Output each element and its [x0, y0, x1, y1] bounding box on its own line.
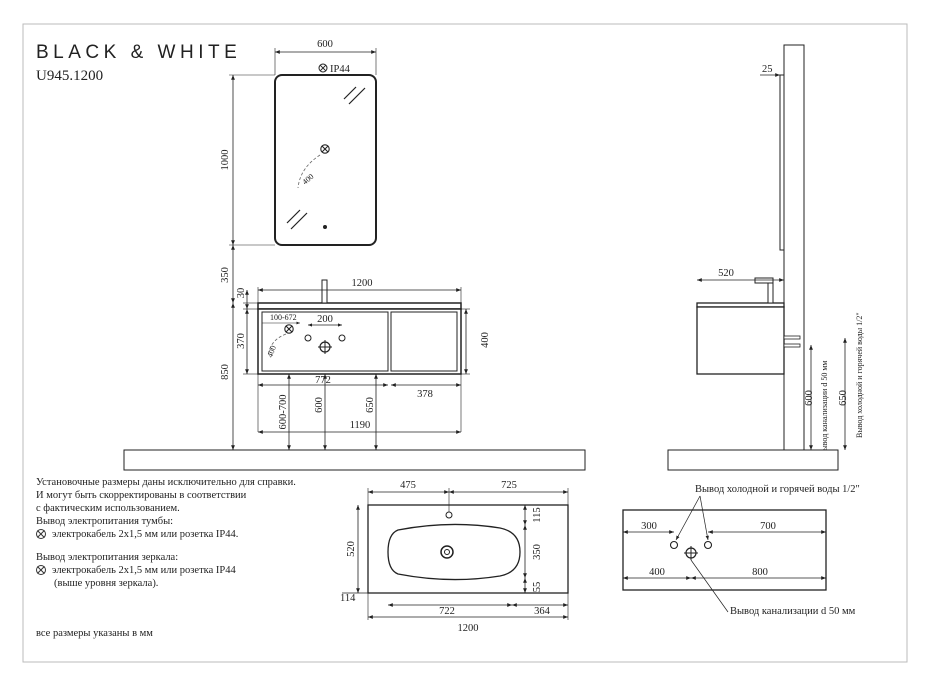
side-floor: [667, 449, 839, 471]
top-view: 475 725 520 115 350 55 114 722 364 1200: [340, 480, 569, 634]
sheet-frame: [22, 23, 908, 663]
cabinet-power-title: Вывод электропитания тумбы:: [36, 516, 174, 527]
cabinet-top-width: 1200: [352, 278, 373, 289]
wall-drain-outlet: [684, 546, 698, 560]
water-height: 650: [365, 397, 376, 413]
mirror: [274, 74, 377, 246]
socket-icon: [36, 565, 46, 575]
wall-700: 700: [760, 521, 776, 532]
mirror-socket-icon: [320, 144, 330, 154]
side-drain-label: Вывод канализации d 50 мм: [820, 361, 829, 456]
note-line-2: И могут быть скорректированы в соответст…: [36, 490, 247, 501]
side-mirror: [779, 74, 785, 251]
cabinet-total-width: 1190: [350, 420, 371, 431]
cabinet-height: 370: [236, 333, 247, 349]
bowl-depth: 350: [532, 544, 543, 560]
top-offset: 115: [532, 507, 543, 522]
notes-block: Установочные размеры даны исключительно …: [36, 476, 336, 590]
wall-drain-label: Вывод канализации d 50 мм: [730, 606, 856, 617]
mirror-height: 1000: [220, 150, 231, 171]
wall: [783, 44, 805, 451]
right-section-width: 378: [417, 389, 433, 400]
countertop: [257, 302, 462, 310]
mirror-width: 600: [317, 39, 333, 50]
mirror-power-text: электрокабель 2х1,5 мм или розетка IP44: [52, 565, 236, 576]
brand-logo: BLACK & WHITE: [36, 42, 242, 63]
wall-hot-outlet: [703, 540, 713, 550]
right-drawer: [390, 311, 458, 372]
side-cabinet: [696, 306, 785, 375]
cabinet-power-text: электрокабель 2х1,5 мм или розетка IP44.: [52, 529, 239, 540]
model-number: U945.1200: [36, 68, 104, 84]
mirror-power-note: (выше уровня зеркала).: [54, 578, 159, 589]
mirror-power-row: электрокабель 2х1,5 мм или розетка IP44: [36, 564, 336, 577]
side-drain-height: 600: [804, 390, 815, 406]
mirror-depth: 25: [762, 64, 773, 75]
mirror-ip-rating: IP44: [330, 64, 351, 75]
side-water-label: Вывод холодной и горячей воды 1/2": [855, 312, 864, 438]
side-view: 25 520 600 Вывод канализации d 50 мм 650…: [667, 44, 864, 471]
mirror-power-title: Вывод электропитания зеркала:: [36, 552, 179, 563]
socket-icon: [36, 529, 46, 539]
drawer-height: 400: [480, 332, 491, 348]
wall-view: Вывод холодной и горячей воды 1/2" 300 7…: [622, 484, 860, 617]
cabinet-front-view: 1200 350 30 370 850 100-672 400 200: [123, 245, 586, 471]
note-line-3: с фактическим использованием.: [36, 503, 180, 514]
socket-height: 600-700: [278, 395, 289, 430]
faucet: [321, 279, 328, 304]
left-section-width: 772: [315, 375, 331, 386]
drain-height: 600: [314, 397, 325, 413]
wall-300: 300: [641, 521, 657, 532]
cabinet-socket-icon: [284, 324, 294, 334]
units-note: все размеры указаны в мм: [36, 628, 153, 639]
wall-800: 800: [752, 567, 768, 578]
water-spacing: 200: [317, 314, 333, 325]
hot-water-outlet: [338, 334, 346, 342]
basin-bowl: [387, 523, 521, 581]
cabinet-depth: 520: [718, 268, 734, 279]
front-offset: 114: [340, 593, 356, 604]
top-right-dim: 725: [501, 480, 517, 491]
top-left-dim: 475: [400, 480, 416, 491]
note-line-1: Установочные размеры даны исключительно …: [36, 477, 296, 488]
wall-cold-outlet: [669, 540, 679, 550]
floor-height: 850: [220, 364, 231, 380]
countertop-thickness: 30: [236, 288, 247, 299]
socket-icon: [318, 63, 328, 73]
socket-range: 100-672: [270, 313, 297, 322]
wall-400: 400: [649, 567, 665, 578]
right-rest: 364: [534, 606, 551, 617]
side-water-height: 650: [838, 390, 849, 406]
top-depth: 520: [346, 541, 357, 557]
cold-water-outlet: [304, 334, 312, 342]
mirror-view: 600 IP44 1000 400: [220, 39, 377, 246]
cabinet-angle-value: 400: [265, 344, 278, 358]
bowl-width: 722: [439, 606, 455, 617]
drain-outlet: [318, 340, 332, 354]
mirror-cabinet-gap: 350: [220, 267, 231, 283]
floor-slab: [123, 449, 586, 471]
bottom-offset: 55: [532, 582, 543, 593]
top-total: 1200: [458, 623, 479, 634]
cabinet-power-row: электрокабель 2х1,5 мм или розетка IP44.: [36, 528, 336, 541]
wall-water-label: Вывод холодной и горячей воды 1/2": [695, 484, 860, 495]
